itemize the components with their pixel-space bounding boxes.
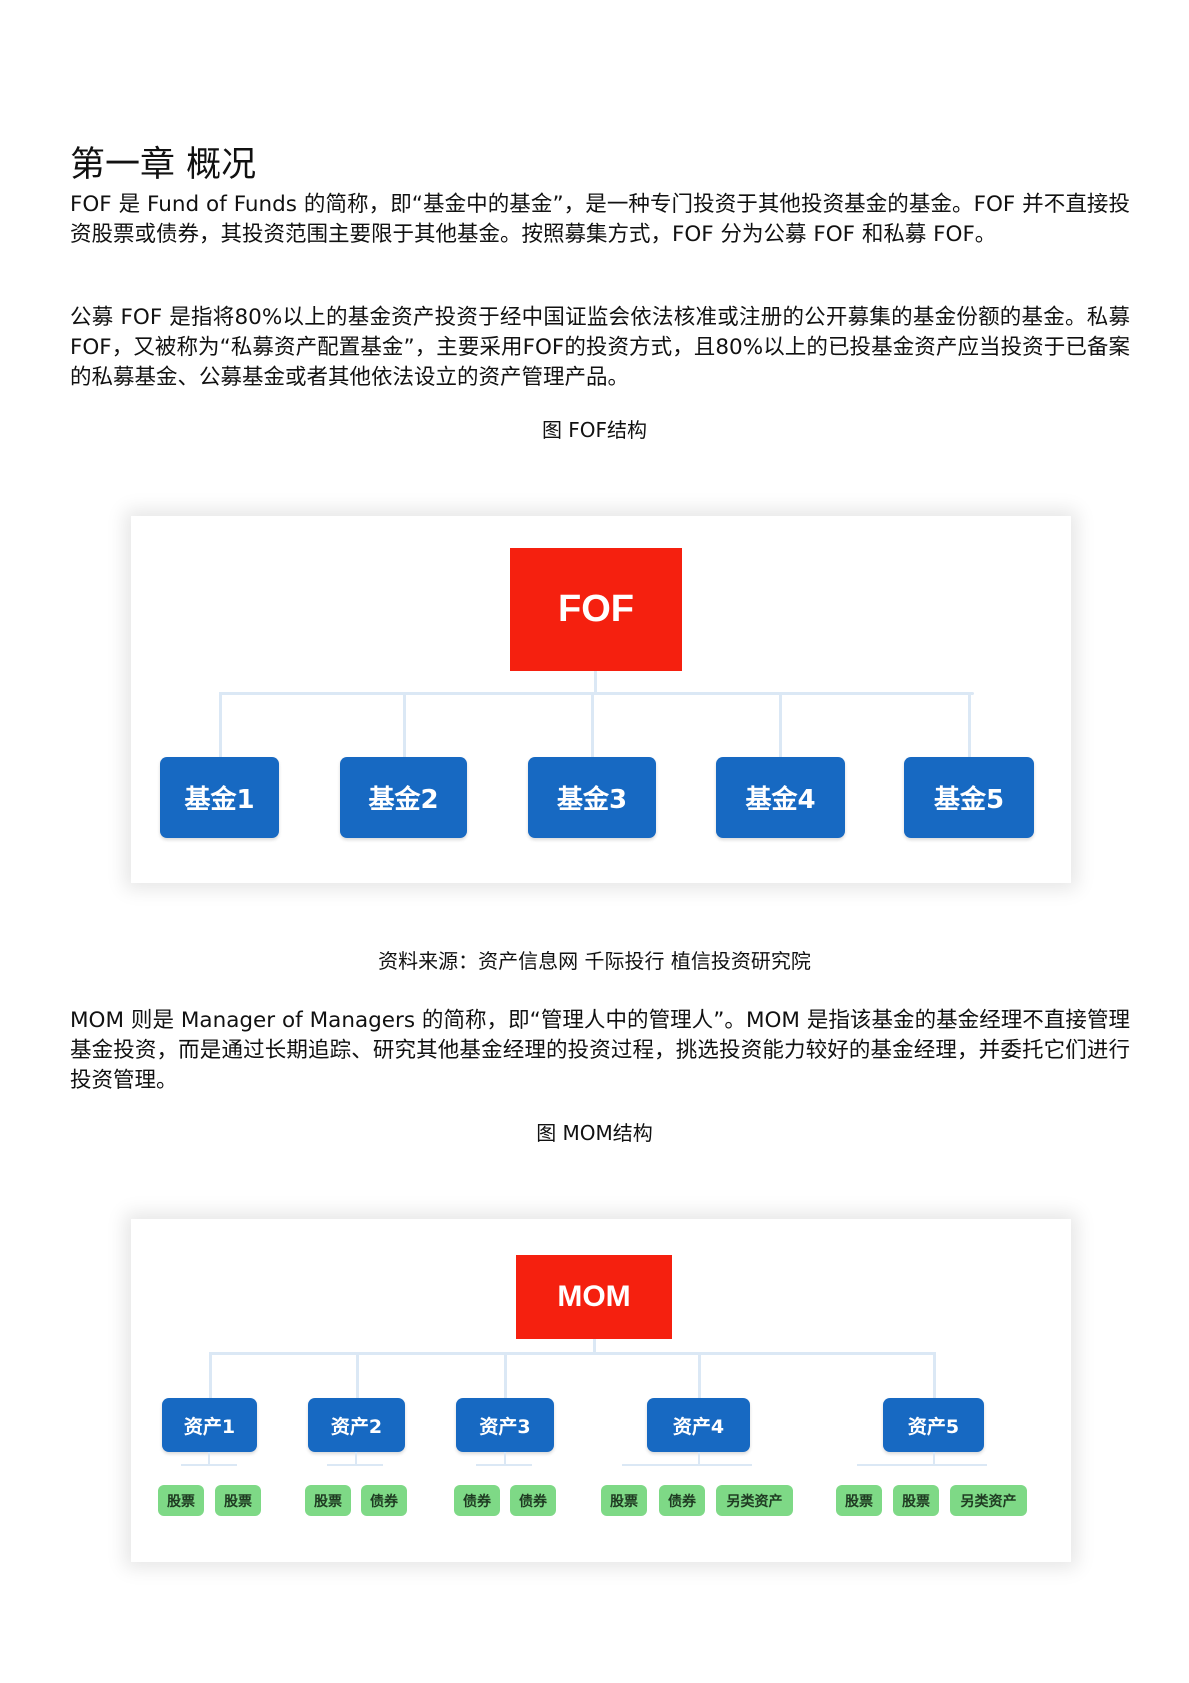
connector [181,1464,237,1466]
connector [594,671,597,693]
fof-root-node: FOF [510,548,682,671]
leaf-node: 债券 [454,1485,500,1516]
asset-node-3: 资产3 [456,1398,554,1452]
leaf-node: 股票 [158,1485,204,1516]
asset-node-5: 资产5 [883,1398,984,1452]
leaf-node: 另类资产 [716,1485,793,1516]
connector [779,692,782,757]
paragraph-fof-intro: FOF 是 Fund of Funds 的简称，即“基金中的基金”，是一种专门投… [70,192,1130,247]
source-caption: 资料来源：资产信息网 千际投行 植信投资研究院 [378,949,811,973]
connector [208,1452,210,1464]
connector [476,1464,532,1466]
fund-node-5: 基金5 [904,757,1034,838]
leaf-node: 债券 [361,1485,407,1516]
connector [355,1452,357,1464]
connector [698,1452,700,1464]
connector [403,692,406,757]
fund-node-1: 基金1 [160,757,279,838]
asset-node-1: 资产1 [162,1398,257,1452]
figure-mom-caption: 图 MOM结构 [536,1121,653,1145]
connector [857,1464,987,1466]
paragraph-mom-intro: MOM 则是 Manager of Managers 的简称，即“管理人中的管理… [70,1008,1130,1093]
connector [968,692,971,757]
connector [356,1352,359,1398]
paragraph-fof-types: 公募 FOF 是指将80%以上的基金资产投资于经中国证监会依法核准或注册的公开募… [70,305,1130,390]
connector [327,1464,383,1466]
connector [504,1452,506,1464]
mom-diagram: MOM 资产1 资产2 资产3 资产4 资产5 股票 股票 股票 债券 债券 债… [131,1219,1071,1562]
leaf-node: 股票 [601,1485,647,1516]
leaf-node: 另类资产 [950,1485,1027,1516]
connector [933,1452,935,1464]
connector [622,1464,752,1466]
chapter-title: 第一章 概况 [70,145,257,186]
connector [219,692,974,695]
leaf-node: 债券 [510,1485,556,1516]
connector [209,1352,934,1355]
leaf-node: 股票 [836,1485,882,1516]
connector [593,1339,596,1353]
connector [504,1352,507,1398]
asset-node-4: 资产4 [647,1398,750,1452]
fund-node-4: 基金4 [716,757,845,838]
asset-node-2: 资产2 [308,1398,405,1452]
connector [209,1352,212,1398]
fof-diagram: FOF 基金1 基金2 基金3 基金4 基金5 [131,516,1071,883]
mom-root-node: MOM [516,1255,672,1339]
leaf-node: 股票 [893,1485,939,1516]
connector [933,1352,936,1398]
leaf-node: 股票 [305,1485,351,1516]
connector [698,1352,701,1398]
connector [219,692,222,757]
connector [591,692,594,757]
fund-node-3: 基金3 [528,757,656,838]
fund-node-2: 基金2 [340,757,467,838]
leaf-node: 股票 [215,1485,261,1516]
leaf-node: 债券 [659,1485,705,1516]
figure-fof-caption: 图 FOF结构 [541,418,648,442]
